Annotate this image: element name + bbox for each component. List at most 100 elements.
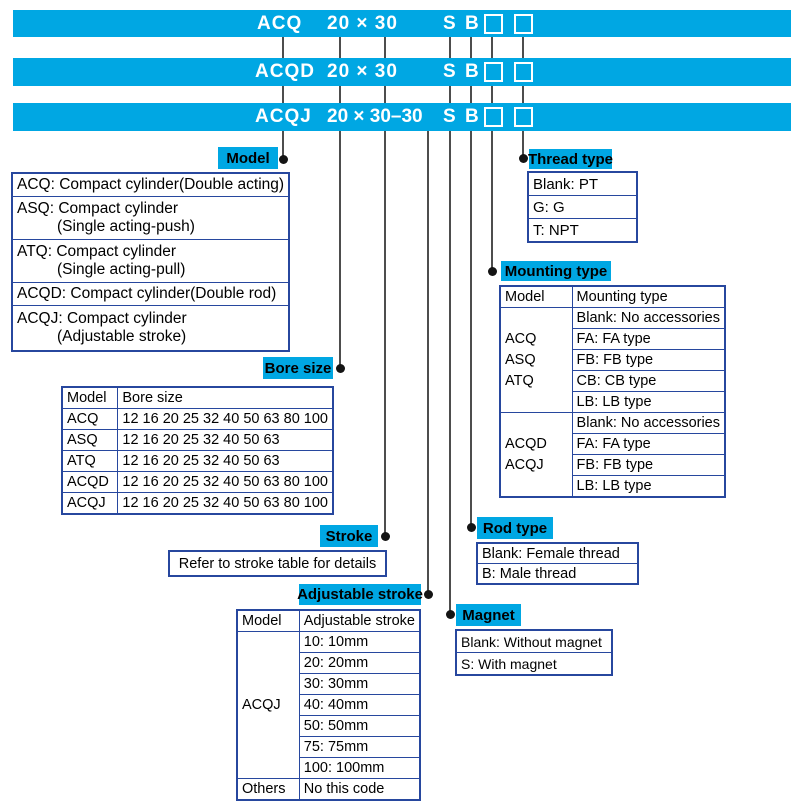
label-bore-size: Bore size: [263, 357, 333, 379]
label-mounting-type: Mounting type: [501, 261, 611, 281]
mounting-option: Blank: No accessories: [571, 307, 726, 329]
adjustable-option: 75: 75mm: [298, 736, 421, 758]
code-placeholder-box: [514, 13, 533, 34]
rod-option: B: Male thread: [477, 563, 638, 584]
model-table: ACQ: Compact cylinder(Double acting) ASQ…: [10, 172, 291, 352]
connector-line: [339, 86, 341, 103]
code-bar-acqd: ACQD 20 × 30 S B: [13, 58, 791, 86]
connector-line: [470, 86, 472, 103]
mounting-option: FA: FA type: [571, 328, 726, 350]
connector-line: [449, 86, 451, 103]
code-bar-acq: ACQ 20 × 30 S B: [13, 10, 791, 37]
model-row: ASQ: Compact cylinder (Single acting-pus…: [11, 196, 290, 240]
connector-line-rod: [470, 131, 472, 527]
label-thread-type: Thread type: [527, 149, 614, 169]
adjustable-option: 50: 50mm: [298, 715, 421, 737]
code-bore-stroke: 20 × 30: [327, 61, 398, 82]
bore-model: ACQD: [61, 471, 119, 493]
adjustable-option: 10: 10mm: [298, 631, 421, 653]
magnet-table: Blank: Without magnet S: With magnet: [455, 629, 613, 676]
mounting-option: Blank: No accessories: [571, 412, 726, 434]
connector-line-bore: [339, 131, 341, 368]
code-placeholder-box: [484, 13, 503, 34]
code-model: ACQJ: [255, 106, 312, 127]
mounting-option: FB: FB type: [571, 349, 726, 371]
connector-dot-magnet: [446, 610, 455, 619]
model-row: ACQD: Compact cylinder(Double rod): [11, 282, 290, 306]
code-rod: B: [465, 61, 480, 82]
connector-line-stroke: [384, 131, 386, 536]
column-header: Adjustable stroke: [298, 610, 421, 632]
bore-model: ASQ: [61, 429, 119, 451]
magnet-option: Blank: Without magnet: [456, 630, 612, 653]
code-rod: B: [465, 12, 480, 34]
code-bar-acqj: ACQJ 20 × 30–30 S B: [13, 103, 791, 131]
thread-option: Blank: PT: [528, 172, 637, 196]
column-header: Model: [237, 610, 300, 632]
bore-model: ATQ: [61, 450, 119, 472]
connector-dot-thread: [519, 154, 528, 163]
adjustable-option: 20: 20mm: [298, 652, 421, 674]
magnet-option: S: With magnet: [456, 652, 612, 675]
column-header: Model: [500, 286, 573, 308]
connector-line: [522, 37, 524, 58]
code-magnet: S: [443, 61, 457, 82]
connector-line-adjustable: [427, 131, 429, 594]
code-placeholder-box: [484, 107, 503, 127]
code-bore-stroke: 20 × 30–30: [327, 106, 423, 127]
adjustable-stroke-table: Model Adjustable stroke ACQJ 10: 10mm 20…: [236, 609, 421, 801]
thread-type-table: Blank: PT G: G T: NPT: [527, 171, 638, 243]
connector-line: [384, 37, 386, 58]
bore-values: 12 16 20 25 32 40 50 63: [117, 429, 333, 451]
column-header: Mounting type: [571, 286, 726, 308]
connector-line: [282, 37, 284, 58]
connector-line-magnet: [449, 131, 451, 614]
model-group-cell: ACQJ: [237, 631, 300, 779]
connector-line: [491, 86, 493, 103]
bore-values: 12 16 20 25 32 40 50 63 80 100: [117, 492, 333, 514]
code-magnet: S: [443, 106, 457, 127]
adjustable-option: 100: 100mm: [298, 757, 421, 779]
code-bore-stroke: 20 × 30: [327, 12, 398, 34]
connector-dot-bore: [336, 364, 345, 373]
code-placeholder-box: [514, 62, 533, 82]
thread-option: G: G: [528, 195, 637, 219]
connector-line: [449, 37, 451, 58]
label-model: Model: [218, 147, 278, 169]
connector-dot-model: [279, 155, 288, 164]
bore-model: ACQ: [61, 408, 119, 430]
mounting-option: LB: LB type: [571, 475, 726, 497]
mounting-type-table: Model Mounting type ACQ ASQ ATQ Blank: N…: [499, 285, 726, 498]
label-adjustable-stroke: Adjustable stroke: [297, 584, 423, 605]
mounting-option: FB: FB type: [571, 454, 726, 476]
code-model: ACQD: [255, 61, 315, 82]
stroke-note: Refer to stroke table for details: [168, 550, 387, 577]
bore-values: 12 16 20 25 32 40 50 63 80 100: [117, 471, 333, 493]
connector-dot-stroke: [381, 532, 390, 541]
connector-dot-mounting: [488, 267, 497, 276]
connector-line: [339, 37, 341, 58]
code-rod: B: [465, 106, 480, 127]
label-stroke: Stroke: [320, 525, 378, 547]
bore-values: 12 16 20 25 32 40 50 63 80 100: [117, 408, 333, 430]
model-group-cell: ACQ ASQ ATQ: [500, 307, 573, 413]
column-header: Model: [61, 387, 119, 409]
code-model: ACQ: [257, 12, 303, 34]
model-row: ACQ: Compact cylinder(Double acting): [11, 173, 290, 197]
connector-line: [282, 86, 284, 103]
thread-option: T: NPT: [528, 218, 637, 242]
adjustable-option: 30: 30mm: [298, 673, 421, 695]
connector-line-model: [282, 131, 284, 159]
connector-dot-rod: [467, 523, 476, 532]
bore-model: ACQJ: [61, 492, 119, 514]
mounting-option: LB: LB type: [571, 391, 726, 413]
rod-type-table: Blank: Female thread B: Male thread: [476, 542, 639, 585]
connector-line: [384, 86, 386, 103]
adjustable-others-value: No this code: [298, 778, 421, 800]
label-rod-type: Rod type: [477, 517, 553, 539]
adjustable-option: 40: 40mm: [298, 694, 421, 716]
column-header: Bore size: [117, 387, 333, 409]
rod-option: Blank: Female thread: [477, 543, 638, 564]
connector-line-mounting: [491, 131, 493, 271]
